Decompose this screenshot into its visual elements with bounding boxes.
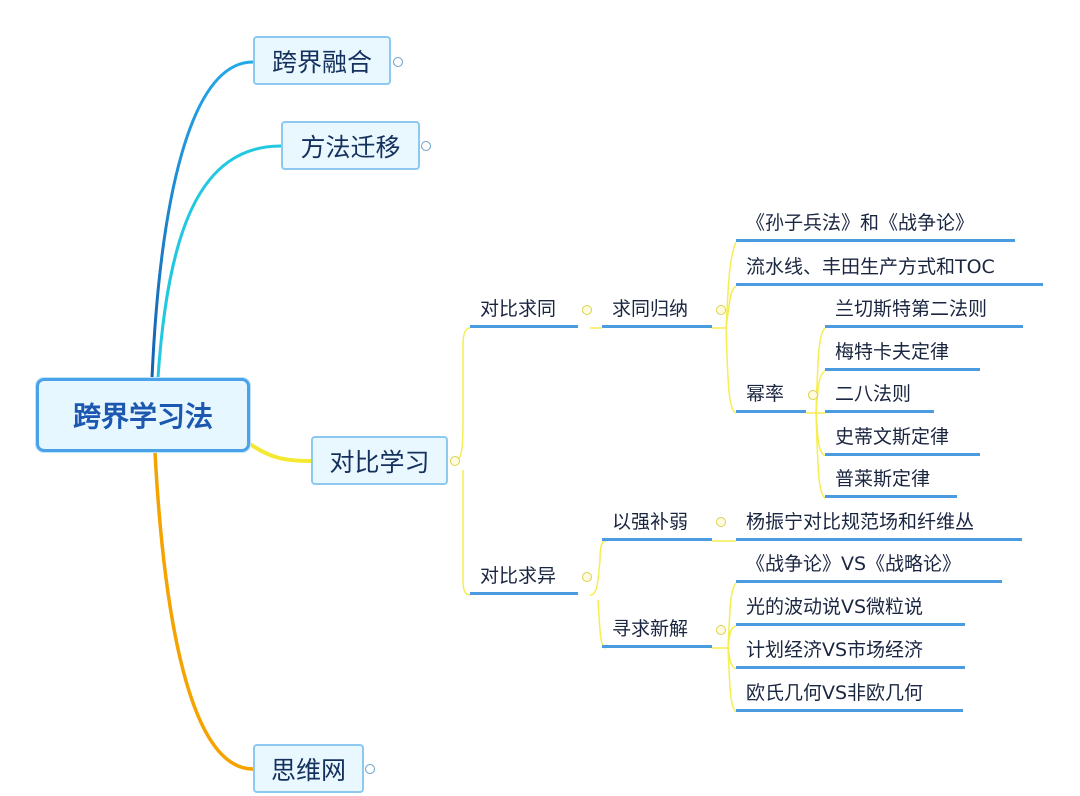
- topic-leaf[interactable]: 《孙子兵法》和《战争论》: [736, 209, 1015, 242]
- topic-leaf[interactable]: 欧氏几何VS非欧几何: [736, 679, 963, 712]
- link-kuajie: [150, 60, 254, 379]
- topic-leaf[interactable]: 二八法则: [825, 380, 934, 413]
- topic-qiutong-guina[interactable]: 求同归纳: [602, 295, 712, 328]
- topic-leaf[interactable]: 《战争论》VS《战略论》: [736, 550, 1002, 583]
- topic-siwei-wang[interactable]: 思维网: [253, 744, 364, 793]
- topic-yiqiang-buruo[interactable]: 以强补弱: [602, 508, 712, 541]
- collapse-toggle-icon[interactable]: [716, 517, 726, 527]
- topic-fangfa-qianyi[interactable]: 方法迁移: [281, 121, 420, 170]
- topic-leaf[interactable]: 兰切斯特第二法则: [825, 295, 1023, 328]
- topic-duibi-xuexi[interactable]: 对比学习: [311, 436, 448, 485]
- topic-leaf[interactable]: 杨振宁对比规范场和纤维丛: [736, 508, 1022, 541]
- collapse-toggle-icon[interactable]: [808, 390, 818, 400]
- topic-leaf[interactable]: 计划经济VS市场经济: [736, 636, 965, 669]
- topic-duibi-qiutong[interactable]: 对比求同: [470, 295, 578, 328]
- topic-milv[interactable]: 幂率: [736, 380, 806, 413]
- link-duibi: [248, 442, 312, 463]
- topic-leaf[interactable]: 光的波动说VS微粒说: [736, 593, 965, 626]
- collapse-toggle-icon[interactable]: [421, 141, 431, 151]
- topic-xunqiu-xinjie[interactable]: 寻求新解: [602, 615, 712, 648]
- central-topic[interactable]: 跨界学习法: [36, 378, 250, 452]
- topic-leaf[interactable]: 普莱斯定律: [825, 465, 957, 498]
- topic-duibi-qiuyi[interactable]: 对比求异: [470, 562, 578, 595]
- collapse-toggle-icon[interactable]: [450, 456, 460, 466]
- collapse-toggle-icon[interactable]: [716, 625, 726, 635]
- collapse-toggle-icon[interactable]: [365, 764, 375, 774]
- collapse-toggle-icon[interactable]: [582, 305, 592, 315]
- collapse-toggle-icon[interactable]: [582, 572, 592, 582]
- topic-kuajie-ronghe[interactable]: 跨界融合: [253, 36, 391, 85]
- collapse-toggle-icon[interactable]: [716, 305, 726, 315]
- link-siwei: [153, 451, 254, 771]
- topic-leaf[interactable]: 史蒂文斯定律: [825, 423, 980, 456]
- collapse-toggle-icon[interactable]: [393, 57, 403, 67]
- link-fangfa: [156, 144, 282, 379]
- topic-leaf[interactable]: 梅特卡夫定律: [825, 338, 980, 371]
- topic-leaf[interactable]: 流水线、丰田生产方式和TOC: [736, 253, 1043, 286]
